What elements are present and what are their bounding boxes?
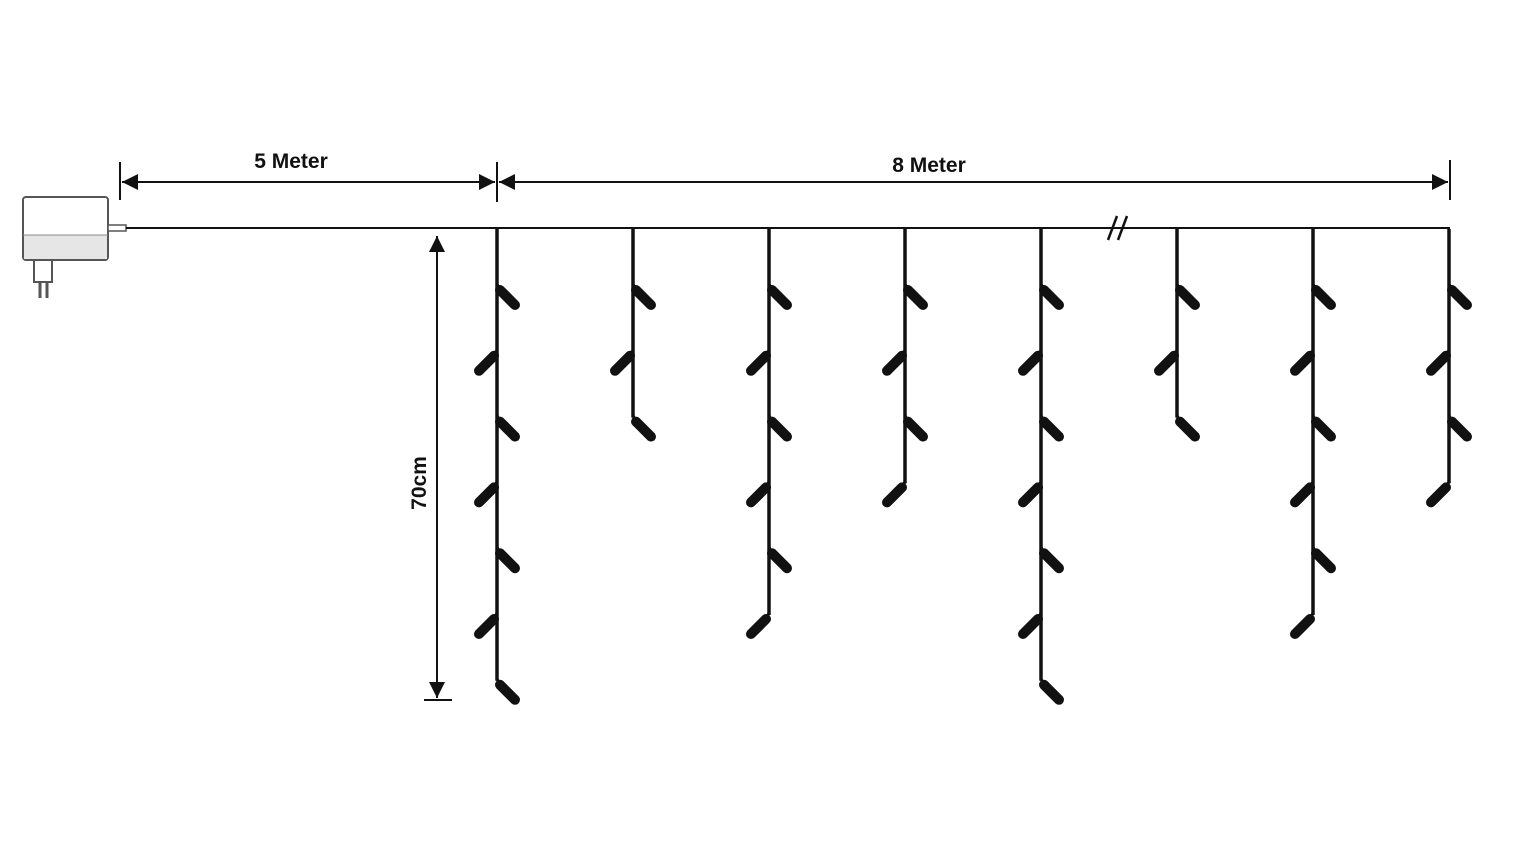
icicle-strand [746, 229, 792, 639]
led-bulb-icon [1426, 482, 1451, 508]
led-bulb-icon [903, 416, 928, 442]
led-bulb-icon [1039, 285, 1064, 310]
supply-length-label: 5 Meter [254, 150, 328, 173]
led-bulb-icon [1447, 285, 1472, 310]
led-bulb-icon [882, 350, 907, 376]
led-bulb-icon [767, 416, 792, 442]
icicle-strand [1018, 229, 1064, 705]
led-bulb-icon [903, 285, 928, 310]
led-bulb-icon [1426, 350, 1451, 376]
curtain-length-label: 8 Meter [892, 154, 966, 177]
icicle-strand [1154, 229, 1200, 442]
led-bulb-icon [474, 614, 499, 639]
icicle-strand [610, 229, 656, 442]
cable-break-mark [1106, 215, 1129, 241]
led-bulb-icon [610, 350, 635, 376]
icicle-strand [474, 229, 520, 705]
led-bulb-icon [631, 416, 656, 442]
led-bulb-icon [1154, 350, 1179, 376]
drop-height-label: 70cm [408, 456, 431, 510]
led-bulb-icon [1311, 416, 1336, 442]
led-bulb-icon [882, 482, 907, 508]
led-bulb-icon [1311, 548, 1336, 574]
icicle-strand [1426, 229, 1472, 508]
led-bulb-icon [1311, 285, 1336, 310]
led-bulb-icon [1039, 416, 1064, 442]
led-bulb-icon [1290, 482, 1315, 508]
power-adapter-icon [22, 196, 127, 298]
led-bulb-icon [1290, 614, 1315, 639]
led-bulb-icon [474, 350, 499, 376]
led-bulb-icon [495, 548, 520, 574]
led-bulb-icon [1018, 482, 1043, 508]
supply-cable-dimension: 5 Meter [119, 150, 498, 202]
led-bulb-icon [631, 285, 656, 310]
led-bulb-icon [1447, 416, 1472, 442]
led-bulb-icon [1175, 285, 1200, 310]
led-bulb-icon [495, 679, 520, 705]
led-bulb-icon [474, 482, 499, 508]
led-bulb-icon [746, 482, 771, 508]
drop-height-dimension: 70cm [408, 236, 452, 701]
led-bulb-icon [746, 614, 771, 639]
icicle-strand [882, 229, 928, 508]
led-bulb-icon [1039, 679, 1064, 705]
led-bulb-icon [746, 350, 771, 376]
led-bulb-icon [767, 548, 792, 574]
led-bulb-icon [495, 285, 520, 310]
curtain-length-dimension: 8 Meter [499, 154, 1451, 200]
led-bulb-icon [1018, 350, 1043, 376]
led-bulb-icon [495, 416, 520, 442]
led-bulb-icon [1018, 614, 1043, 639]
icicle-strand [1290, 229, 1336, 639]
led-bulb-icon [1290, 350, 1315, 376]
led-bulb-icon [1039, 548, 1064, 574]
icicle-strands [474, 229, 1472, 705]
led-bulb-icon [1175, 416, 1200, 442]
led-bulb-icon [767, 285, 792, 310]
